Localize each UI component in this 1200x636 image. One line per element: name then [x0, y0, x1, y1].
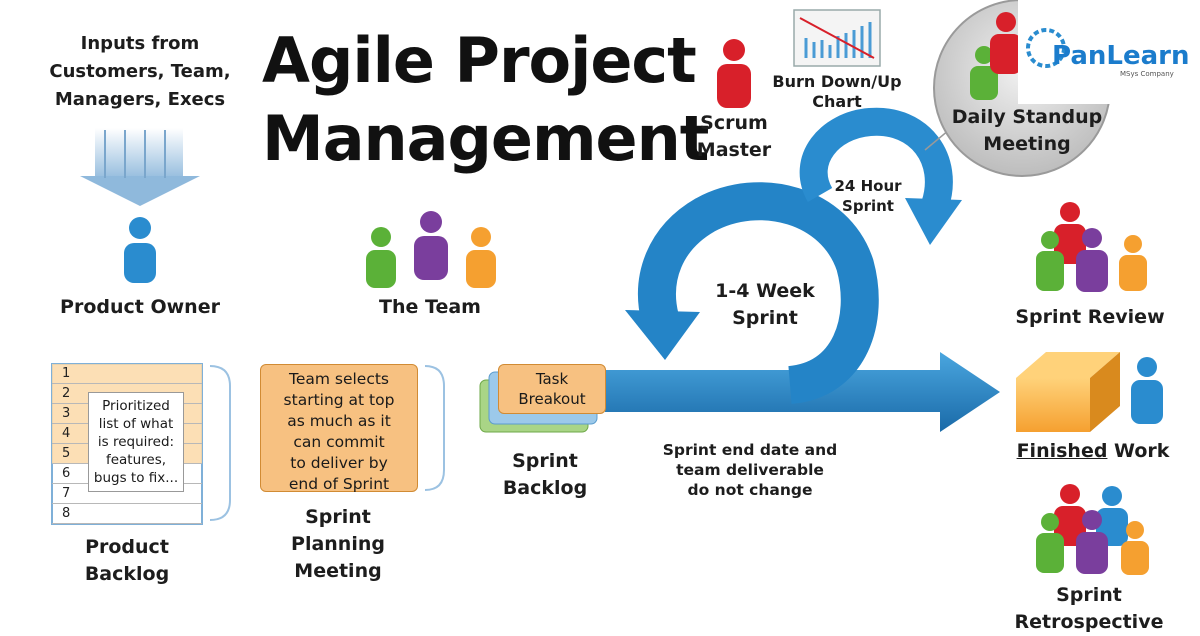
label-line: Sprint — [842, 197, 894, 215]
finished-word: Finished — [1016, 440, 1108, 462]
card-line: as much as it — [287, 412, 391, 430]
sprint-planning-label: Sprint Planning Meeting — [258, 504, 418, 585]
backlog-row: 7 — [52, 484, 202, 504]
product-owner-label: Product Owner — [60, 296, 220, 318]
sprint-review-people-icon — [1036, 202, 1147, 292]
finished-work-box-icon — [1016, 352, 1163, 432]
sprint-backlog-label: Sprint Backlog — [480, 448, 610, 502]
label-line: Retrospective — [1014, 611, 1164, 633]
label-line: Burn Down/Up — [772, 72, 902, 91]
card-line: can commit — [293, 433, 385, 451]
team-people-icon — [366, 211, 496, 288]
card-line: starting at top — [283, 391, 395, 409]
label-line: Sprint — [1056, 584, 1122, 606]
work-word: Work — [1107, 440, 1170, 462]
week-sprint-label: 1-4 Week Sprint — [700, 278, 830, 332]
label-line: Sprint — [512, 450, 578, 472]
logo-text: PanLearn — [1052, 41, 1190, 71]
title-line-2: Management — [262, 102, 709, 175]
product-backlog-note: Prioritized list of what is required: fe… — [88, 392, 184, 492]
inputs-line: Managers, Execs — [54, 89, 226, 110]
label-line: Product — [85, 536, 169, 558]
title-line-1: Agile Project — [262, 24, 697, 97]
product-owner-person-icon — [124, 217, 156, 283]
backlog-row: 1 — [52, 364, 202, 384]
panlearn-logo — [1018, 0, 1200, 104]
label-line: Planning — [291, 533, 385, 555]
label-line: Scrum — [700, 112, 768, 134]
sprint-review-label: Sprint Review — [1015, 306, 1165, 328]
card-line: Breakout — [518, 390, 586, 408]
planning-bracket — [424, 365, 445, 491]
note-line: is required: — [97, 434, 175, 450]
card-line: Team selects — [288, 370, 390, 388]
sprint-end-note: Sprint end date and team deliverable do … — [640, 440, 860, 500]
page-title: Agile Project Management — [262, 22, 709, 178]
label-line: Meeting — [983, 133, 1071, 155]
note-line: Sprint end date and — [662, 441, 838, 459]
label-line: 24 Hour — [834, 177, 902, 195]
sprint-retrospective-people-icon — [1036, 484, 1149, 575]
label-line: Backlog — [84, 563, 170, 585]
card-line: Task — [535, 370, 569, 388]
burn-chart-icon — [793, 9, 881, 67]
burn-chart-label: Burn Down/Up Chart — [762, 72, 912, 112]
scrum-master-label: Scrum Master — [684, 110, 784, 164]
label-line: Backlog — [502, 477, 588, 499]
note-line: Prioritized — [102, 398, 170, 414]
day-sprint-label: 24 Hour Sprint — [818, 176, 918, 216]
label-line: Master — [696, 139, 772, 161]
panlearn-globe-icon — [1026, 28, 1066, 68]
sprint-planning-card: Team selects starting at top as much as … — [260, 364, 418, 493]
label-line: Sprint — [305, 506, 371, 528]
label-line: Chart — [812, 92, 862, 111]
card-line: end of Sprint — [288, 475, 390, 493]
label-line: Sprint — [732, 307, 798, 329]
card-line: to deliver by — [290, 454, 388, 472]
the-team-label: The Team — [379, 296, 481, 318]
label-line: Daily Standup — [951, 106, 1103, 128]
label-line: 1-4 Week — [715, 280, 815, 302]
inputs-line: Inputs from — [80, 33, 200, 54]
note-line: bugs to fix... — [93, 470, 179, 486]
backlog-row: 8 — [52, 504, 202, 524]
note-line: list of what — [98, 416, 174, 432]
product-backlog-label: Product Backlog — [52, 534, 202, 588]
daily-standup-label: Daily Standup Meeting — [942, 104, 1112, 158]
label-line: Meeting — [294, 560, 382, 582]
note-line: team deliverable — [676, 461, 824, 479]
note-line: do not change — [687, 481, 813, 499]
note-line: features, — [105, 452, 167, 468]
sprint-cycle-arrow — [605, 107, 1000, 432]
inputs-line: Customers, Team, — [49, 61, 231, 82]
inputs-arrow-graphic — [80, 128, 200, 206]
scrum-master-person-icon — [717, 39, 751, 108]
task-breakout-card: Task Breakout — [498, 364, 606, 414]
inputs-label: Inputs from Customers, Team, Managers, E… — [40, 30, 240, 114]
finished-work-label: Finished Work — [1008, 438, 1178, 465]
logo-subtext: MSys Company — [1120, 70, 1174, 78]
